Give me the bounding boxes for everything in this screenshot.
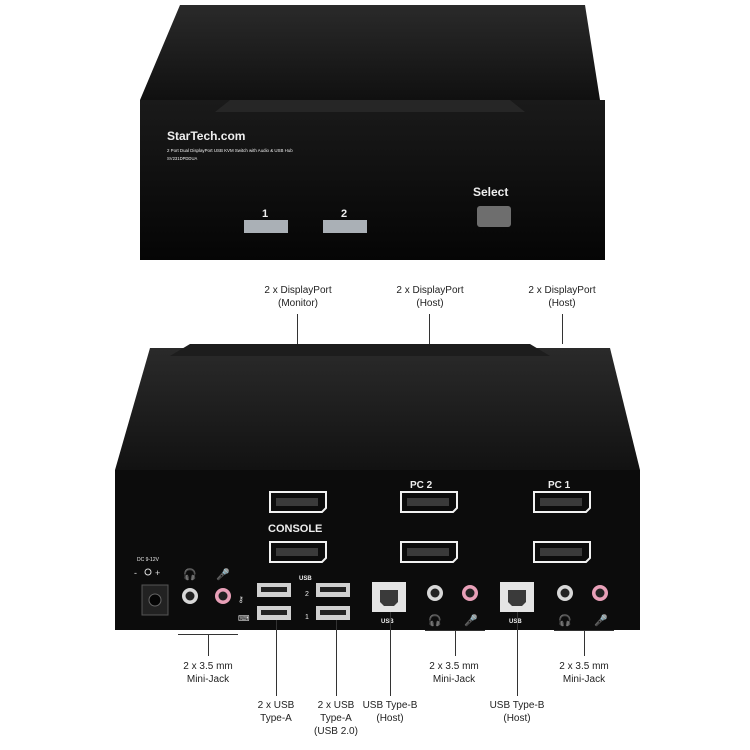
callout-text: 2 x USB [317,700,355,711]
callout-usb-b-host-1: USB Type-B (Host) [352,699,428,725]
usb-hub-label: USB [299,576,312,582]
callout-text: USB Type-B [362,700,418,711]
callout-text: (Host) [376,713,404,724]
select-button[interactable] [477,206,511,227]
pc2-mic-jack [462,585,478,601]
callout-dp-host-1: 2 x DisplayPort (Host) [380,284,480,310]
callout-text: Mini-Jack [186,674,230,685]
callout-text: (USB 2.0) [314,726,358,737]
microphone-icon: 🎤 [594,613,608,627]
displayport-console-top [269,491,327,513]
front-top-panel [140,5,600,100]
product-description: 2 Port Dual DisplayPort USB KVM Switch w… [167,148,293,153]
callout-text: Type-A [320,713,352,724]
leader-line [336,620,337,696]
keyboard-icon: ⌨ [238,614,250,623]
leader-line [455,630,456,656]
displayport-pc1-bottom [533,541,591,563]
console-label: CONSOLE [268,523,322,535]
callout-minijack-pc2: 2 x 3.5 mm Mini-Jack [406,660,502,686]
displayport-pc2-top [400,491,458,513]
usb-b-pc1-label: USB [509,619,522,625]
callout-text: 2 x DisplayPort [396,285,464,296]
callout-text: USB Type-B [489,700,545,711]
microphone-icon: 🎤 [464,613,478,627]
displayport-pc2-bottom [400,541,458,563]
usb-a-port-left-bottom [257,606,291,620]
kvm-rear-view: PC 2 PC 1 CONSOLE DC 9-12V + - 🎧 🎤 USB 2… [115,344,640,630]
headphone-icon: 🎧 [183,568,197,581]
leader-line [297,314,298,344]
front-face [140,100,605,260]
leader-line [429,314,430,344]
pc2-label: PC 2 [410,480,433,491]
leader-line [276,620,277,696]
callout-text: Mini-Jack [432,674,476,685]
callout-text: 2 x DisplayPort [264,285,332,296]
hub-port-1-number: 1 [305,614,309,621]
callout-text: 2 x USB [257,700,295,711]
callout-dp-host-2: 2 x DisplayPort (Host) [512,284,612,310]
displayport-pc1-top [533,491,591,513]
dc-polarity-icon: + - [134,568,160,578]
callout-usb-b-host-2: USB Type-B (Host) [479,699,555,725]
rear-top-panel [115,348,640,470]
leader-line [208,634,209,656]
brand-logo: StarTech.com [167,129,245,143]
leader-line [390,612,391,696]
callout-text: (Host) [503,713,531,724]
callout-text: 2 x 3.5 mm [429,661,479,672]
svg-text:+: + [155,568,160,578]
usb-b-pc2-label: USB [381,619,394,625]
displayport-console-bottom [269,541,327,563]
microphone-icon: 🎤 [216,567,230,581]
callout-text: 2 x DisplayPort [528,285,596,296]
leader-line [584,630,585,656]
select-label: Select [473,185,508,199]
callout-dp-monitor: 2 x DisplayPort (Monitor) [248,284,348,310]
callout-text: 2 x 3.5 mm [183,661,233,672]
button-2-label: 2 [341,208,347,220]
usb-b-port-pc2 [372,582,406,612]
dc-power-jack [141,584,169,616]
rear-top-ridge [170,344,550,356]
usb-b-port-pc1 [500,582,534,612]
pc1-headphone-jack [557,585,573,601]
leader-line [517,612,518,696]
front-bezel-highlight [215,100,525,112]
headphone-icon: 🎧 [428,614,442,627]
callout-text: (Monitor) [277,298,318,309]
callout-text: (Host) [548,298,576,309]
hub-port-2-number: 2 [305,591,309,598]
headphone-icon: 🎧 [558,614,572,627]
port-2-button[interactable] [323,220,367,233]
console-headphone-jack [182,588,198,604]
callout-usb-a-2-0: 2 x USB Type-A (USB 2.0) [301,699,371,738]
leader-line [562,314,563,344]
callout-minijack-console: 2 x 3.5 mm Mini-Jack [160,660,256,686]
callout-text: 2 x 3.5 mm [559,661,609,672]
model-number: SV231DPDDUA [167,156,197,161]
button-1-label: 1 [262,208,268,220]
callout-minijack-pc1: 2 x 3.5 mm Mini-Jack [536,660,632,686]
pc1-mic-jack [592,585,608,601]
callout-usb-a: 2 x USB Type-A [241,699,311,725]
callout-text: (Host) [416,298,444,309]
kvm-front-view: StarTech.com 2 Port Dual DisplayPort USB… [140,5,605,260]
console-mic-jack [215,588,231,604]
port-1-button[interactable] [244,220,288,233]
key-icon: ⚷ [238,595,244,604]
usb-a-port-right-bottom [316,606,350,620]
dc-label: DC 9-12V [137,557,160,563]
pc1-label: PC 1 [548,480,571,491]
usb-a-port-left-top [257,583,291,597]
pc2-headphone-jack [427,585,443,601]
callout-text: Mini-Jack [562,674,606,685]
callout-text: Type-A [260,713,292,724]
usb-a-port-right-top [316,583,350,597]
svg-text:-: - [134,568,137,578]
